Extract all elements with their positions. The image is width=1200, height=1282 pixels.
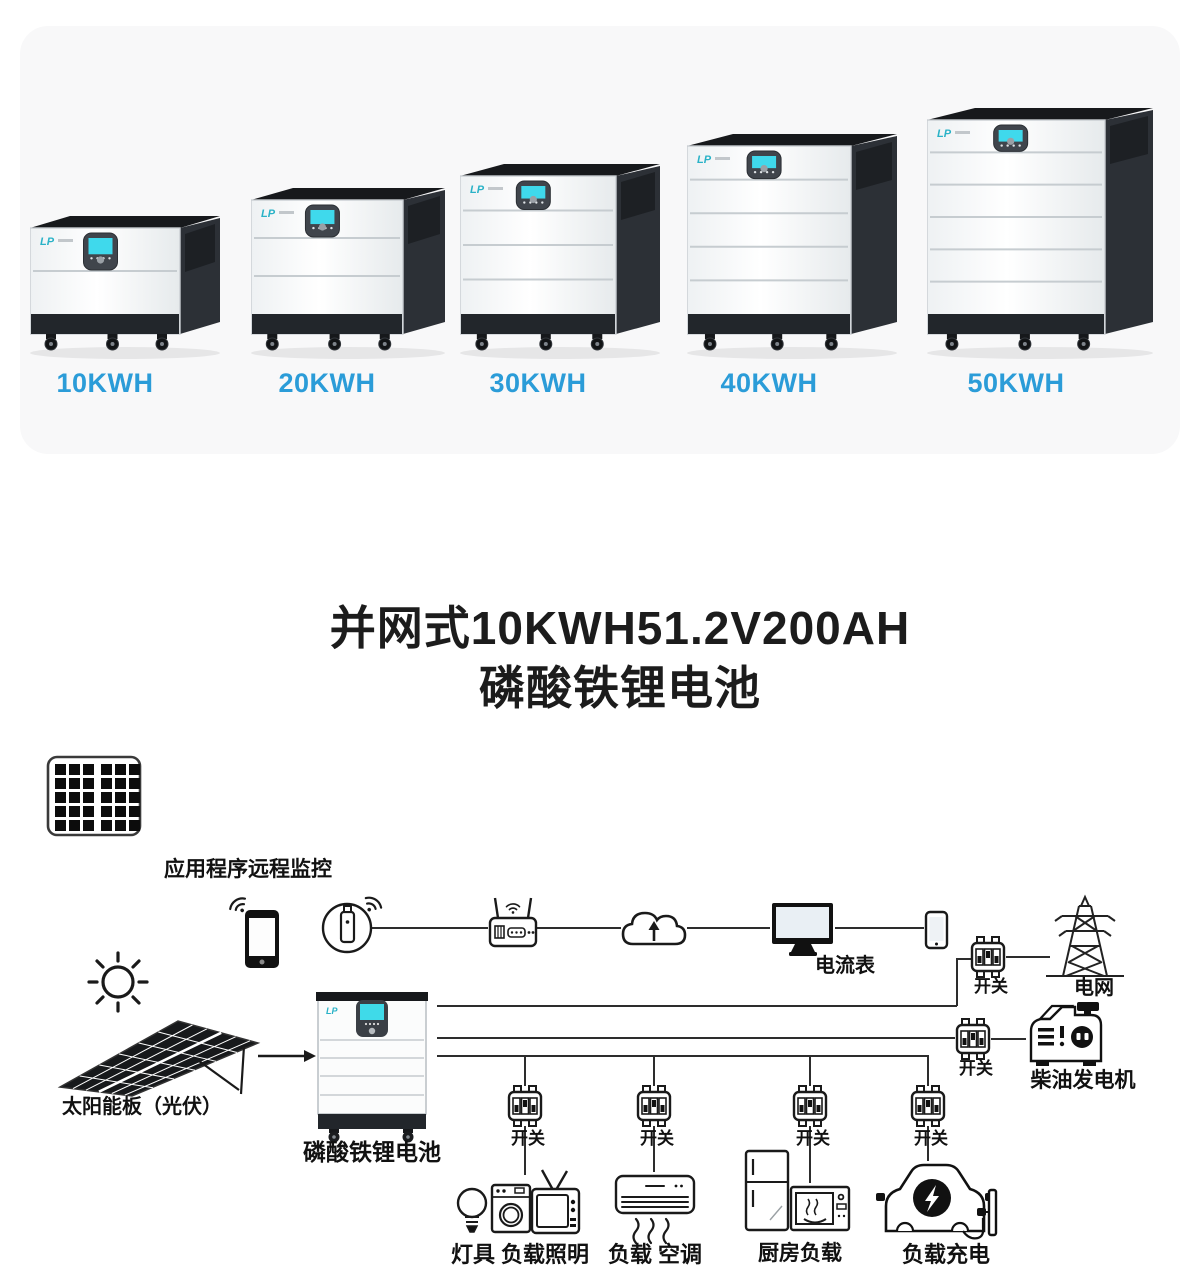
switch-label: 开关: [974, 976, 1008, 996]
svg-text:LP: LP: [937, 128, 952, 140]
system-diagram: 应用程序远程监控 太阳能板（光伏）: [46, 755, 1136, 1267]
connection-lines: [372, 927, 1050, 1183]
svg-text:LP: LP: [261, 208, 276, 220]
lp-logo: LP: [326, 1006, 338, 1016]
product-unit-30kwh: LP: [459, 162, 660, 365]
load-ac-label: 负载 空调: [608, 1242, 702, 1267]
switch-label: 开关: [511, 1128, 545, 1148]
product-capacity-label: 30KWH: [489, 368, 587, 398]
breaker-switch-icon: [636, 1084, 672, 1128]
lighting-load-icon: [456, 1169, 581, 1235]
breaker-switch-icon: [955, 1017, 991, 1061]
load-kitchen-label: 厨房负载: [758, 1241, 842, 1265]
product-capacity-label: 40KWH: [720, 368, 818, 398]
phone-icon: [924, 910, 949, 950]
current-meter-label: 电流表: [815, 953, 876, 977]
ac-load-icon: [614, 1174, 696, 1245]
solar-panel-label: 太阳能板（光伏）: [62, 1094, 222, 1118]
diesel-generator-icon: [1029, 1002, 1103, 1066]
breaker-switch-icon: [970, 935, 1006, 979]
switch-label: 开关: [640, 1128, 674, 1148]
diesel-generator-label: 柴油发电机: [1030, 1068, 1136, 1092]
cloud-upload-icon: [621, 911, 687, 946]
kitchen-load-icon: [744, 1149, 851, 1232]
switch-label: 开关: [914, 1128, 948, 1148]
grid-label: 电网: [1074, 976, 1114, 999]
product-capacity-label: 50KWH: [967, 368, 1065, 398]
product-capacity-label: 10KWH: [56, 368, 154, 398]
product-unit-50kwh: LP: [926, 106, 1153, 365]
load-lighting-label: 灯具 负载照明: [451, 1242, 589, 1267]
svg-text:LP: LP: [470, 184, 485, 196]
svg-text:LP: LP: [697, 154, 712, 166]
pv-module-icon: [46, 755, 142, 837]
app-monitor-label: 应用程序远程监控: [164, 857, 332, 881]
product-unit-20kwh: LP: [250, 186, 445, 365]
page-title-line2: 磷酸铁锂电池: [479, 662, 761, 714]
router-icon: [488, 897, 538, 948]
breaker-switch-icon: [792, 1084, 828, 1128]
page-title: 并网式10KWH51.2V200AH 磷酸铁锂电池: [20, 598, 1200, 718]
ev-charging-load-icon: [876, 1163, 998, 1240]
product-unit-40kwh: LP: [686, 132, 897, 365]
power-grid-tower-icon: [1046, 894, 1124, 977]
battery-tower-icon: LP: [316, 992, 428, 1143]
switch-label: 开关: [959, 1058, 993, 1078]
current-meter-icon: [772, 903, 833, 956]
page-title-line1: 并网式10KWH51.2V200AH: [329, 602, 911, 654]
switch-label: 开关: [796, 1128, 830, 1148]
product-unit-10kwh: LP: [29, 214, 220, 365]
app-phone-icon: [245, 910, 279, 968]
breaker-switch-icon: [507, 1084, 543, 1128]
product-capacity-label: 20KWH: [278, 368, 376, 398]
svg-text:LP: LP: [40, 236, 55, 248]
solar-panel-icon: [57, 1020, 261, 1097]
breaker-switch-icon: [910, 1084, 946, 1128]
solar-to-battery-arrow: [258, 1050, 316, 1062]
sun-icon: [87, 951, 149, 1013]
wifi-dongle-icon: [321, 902, 373, 954]
battery-label: 磷酸铁锂电池: [303, 1139, 441, 1165]
load-charging-label: 负载充电: [902, 1242, 990, 1267]
